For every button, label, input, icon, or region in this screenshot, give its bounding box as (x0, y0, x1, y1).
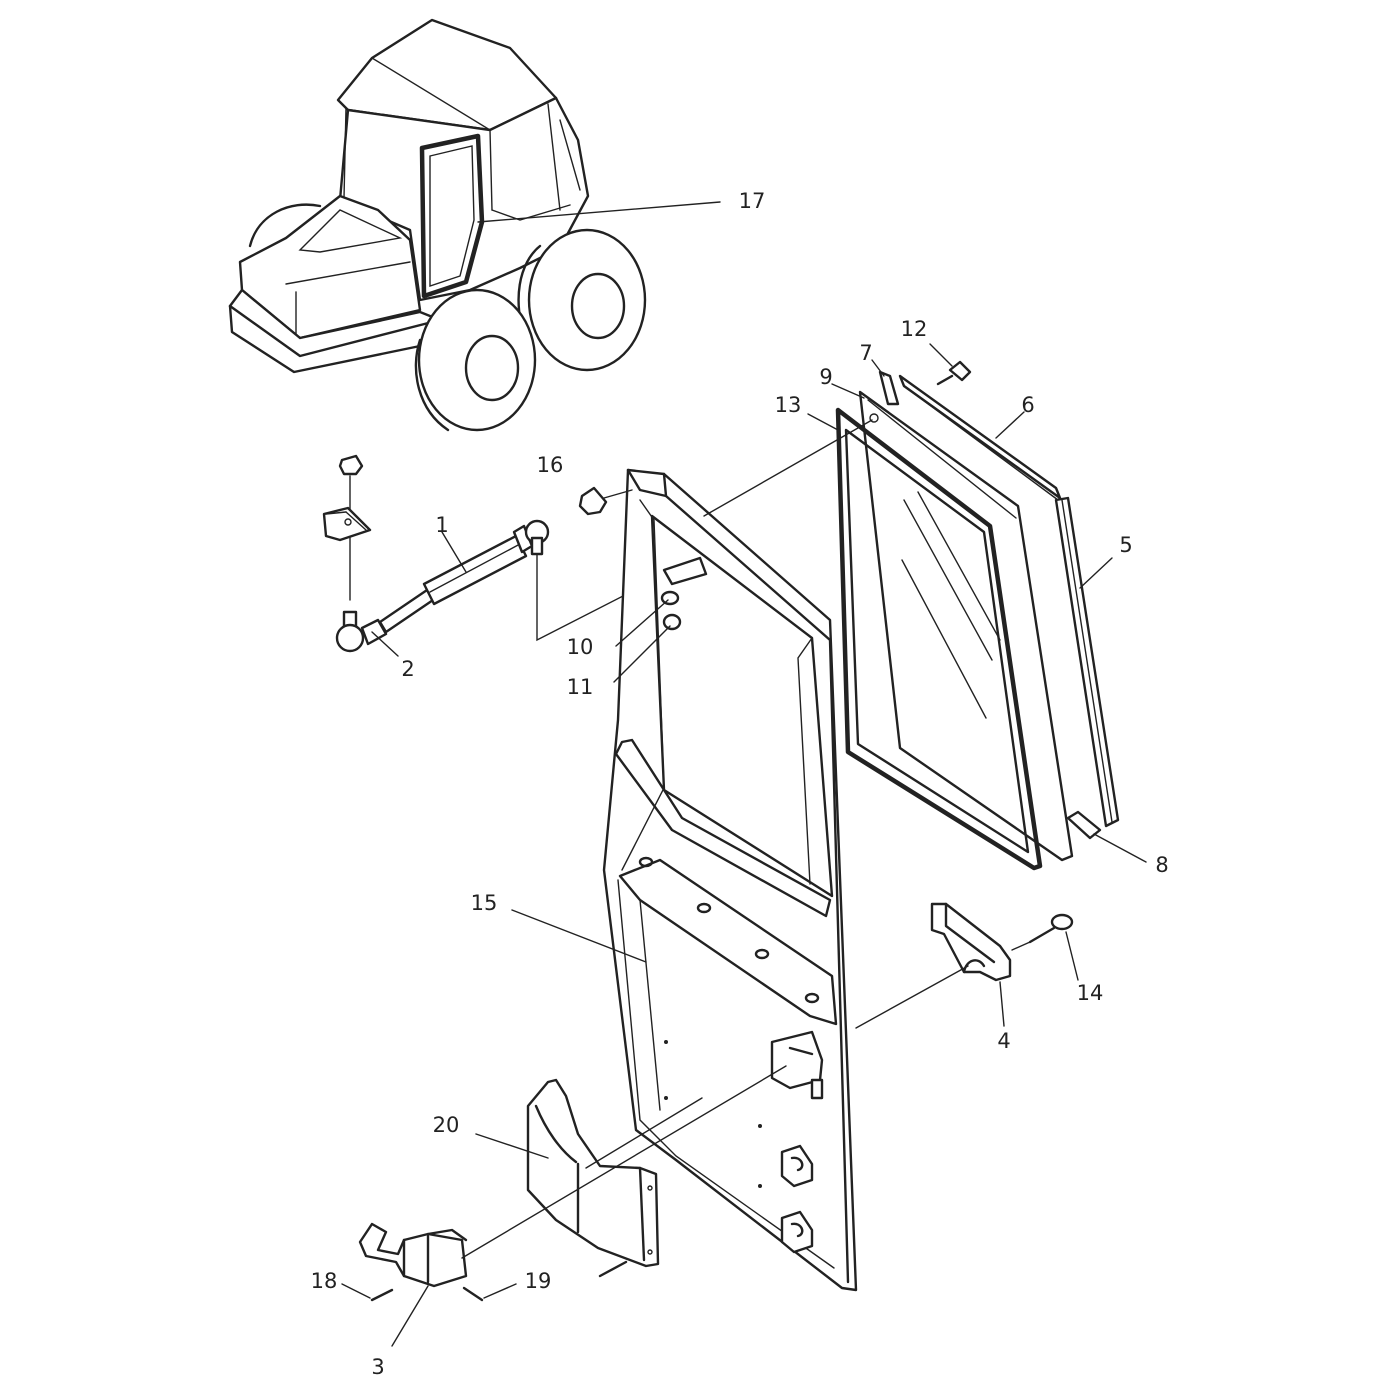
callout-16: 16 (537, 453, 564, 477)
door-panel (511, 468, 858, 1292)
callout-4: 4 (997, 1029, 1010, 1053)
callout-5: 5 (1119, 533, 1132, 557)
callout-7: 7 (859, 341, 872, 365)
callout-10: 10 (567, 635, 594, 659)
callout-3: 3 (371, 1355, 384, 1379)
callout-11: 11 (567, 675, 594, 699)
hinge-assembly (341, 1065, 787, 1347)
callout-19: 19 (525, 1269, 552, 1293)
callout-18: 18 (311, 1269, 338, 1293)
callout-labels: 1 2 3 4 5 6 7 8 9 10 11 12 13 14 15 16 1… (311, 189, 1169, 1379)
vehicle-illustration (228, 18, 721, 432)
callout-2: 2 (401, 657, 414, 681)
callout-12: 12 (901, 317, 928, 341)
callout-6: 6 (1021, 393, 1034, 417)
gas-strut-assembly (322, 454, 671, 657)
callout-20: 20 (433, 1113, 460, 1137)
window-assembly (703, 343, 1147, 871)
callout-9: 9 (819, 365, 832, 389)
callout-17: 17 (739, 189, 766, 213)
callout-15: 15 (471, 891, 498, 915)
callout-13: 13 (775, 393, 802, 417)
callout-8: 8 (1155, 853, 1168, 877)
handle-assembly (855, 902, 1079, 1029)
callout-1: 1 (435, 513, 448, 537)
callout-14: 14 (1077, 981, 1104, 1005)
